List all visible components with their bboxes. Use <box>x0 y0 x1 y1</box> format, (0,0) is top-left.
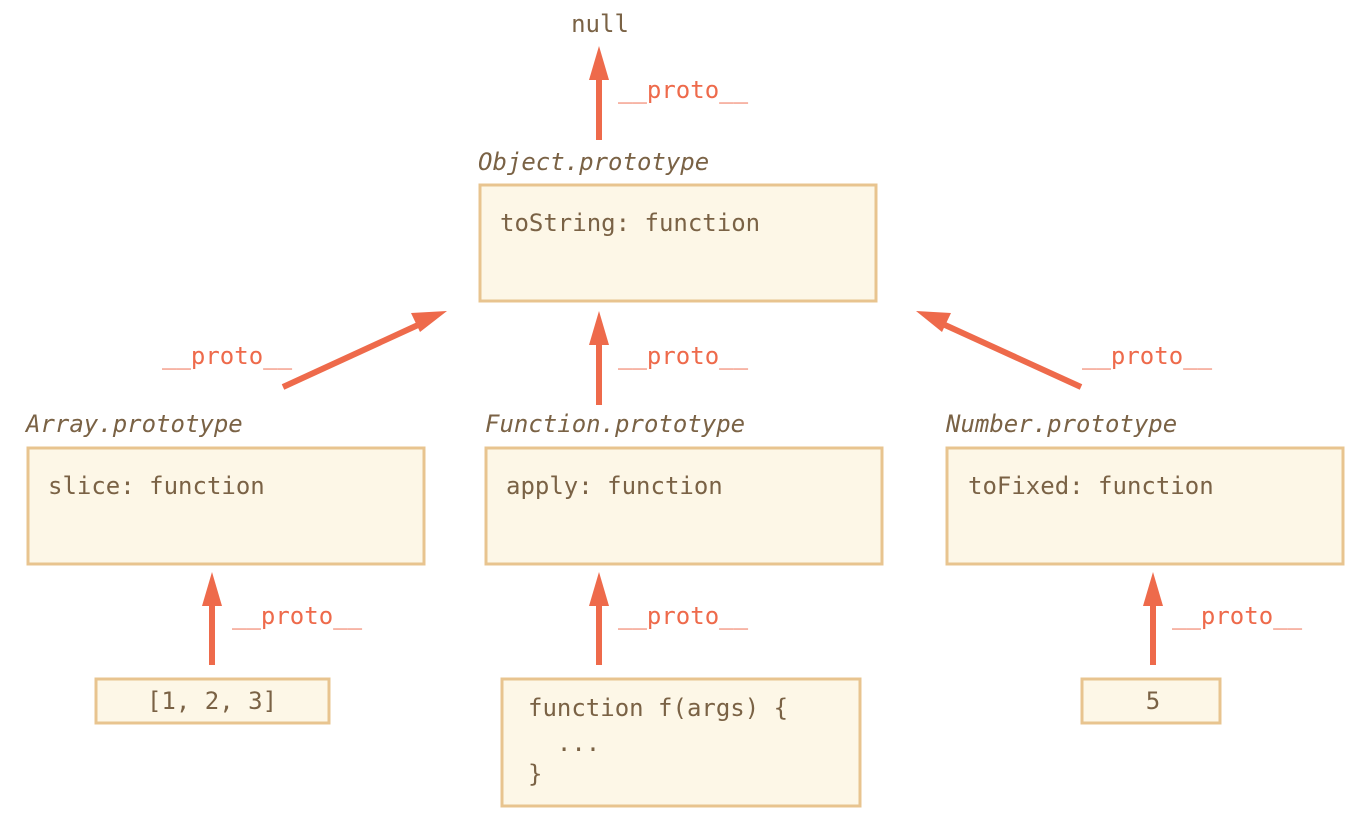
object-prototype-box <box>478 183 878 303</box>
arrow-function-instance-to-prototype <box>589 572 609 665</box>
arrow-function-to-object <box>589 311 609 405</box>
function-prototype-label: Function.prototype <box>485 410 745 438</box>
number-instance-box <box>1080 677 1222 725</box>
proto-label-function-object: __proto__ <box>618 342 749 370</box>
arrow-number-instance-to-prototype <box>1143 572 1163 665</box>
proto-label-array-object: __proto__ <box>162 342 293 370</box>
number-prototype-content: toFixed: function <box>968 472 1214 500</box>
number-prototype-box <box>945 446 1345 566</box>
array-prototype-label: Array.prototype <box>24 410 243 438</box>
null-label: null <box>571 10 629 38</box>
proto-label-number-object: __proto__ <box>1082 342 1213 370</box>
arrow-object-to-null <box>589 46 609 140</box>
function-instance-line-3: } <box>528 760 542 788</box>
function-instance-box <box>500 677 862 808</box>
function-prototype-content: apply: function <box>506 472 723 500</box>
array-prototype-content: slice: function <box>48 472 265 500</box>
array-prototype-box <box>26 446 426 566</box>
number-prototype-label: Number.prototype <box>945 410 1177 438</box>
proto-label-function-instance: __proto__ <box>618 602 749 630</box>
proto-label-object-null: __proto__ <box>618 76 749 104</box>
arrow-array-instance-to-prototype <box>202 572 222 665</box>
array-instance-content: [1, 2, 3] <box>147 687 277 715</box>
arrow-number-to-object <box>916 311 1083 390</box>
object-prototype-content: toString: function <box>500 209 760 237</box>
proto-label-number-instance: __proto__ <box>1172 602 1303 630</box>
array-instance-box <box>94 677 331 725</box>
function-instance-line-2: ... <box>528 729 600 757</box>
proto-label-array-instance: __proto__ <box>232 602 363 630</box>
object-prototype-label: Object.prototype <box>478 148 709 176</box>
function-prototype-box <box>484 446 884 566</box>
function-instance-line-1: function f(args) { <box>528 694 788 722</box>
arrow-array-to-object <box>281 311 447 390</box>
number-instance-content: 5 <box>1146 687 1160 715</box>
